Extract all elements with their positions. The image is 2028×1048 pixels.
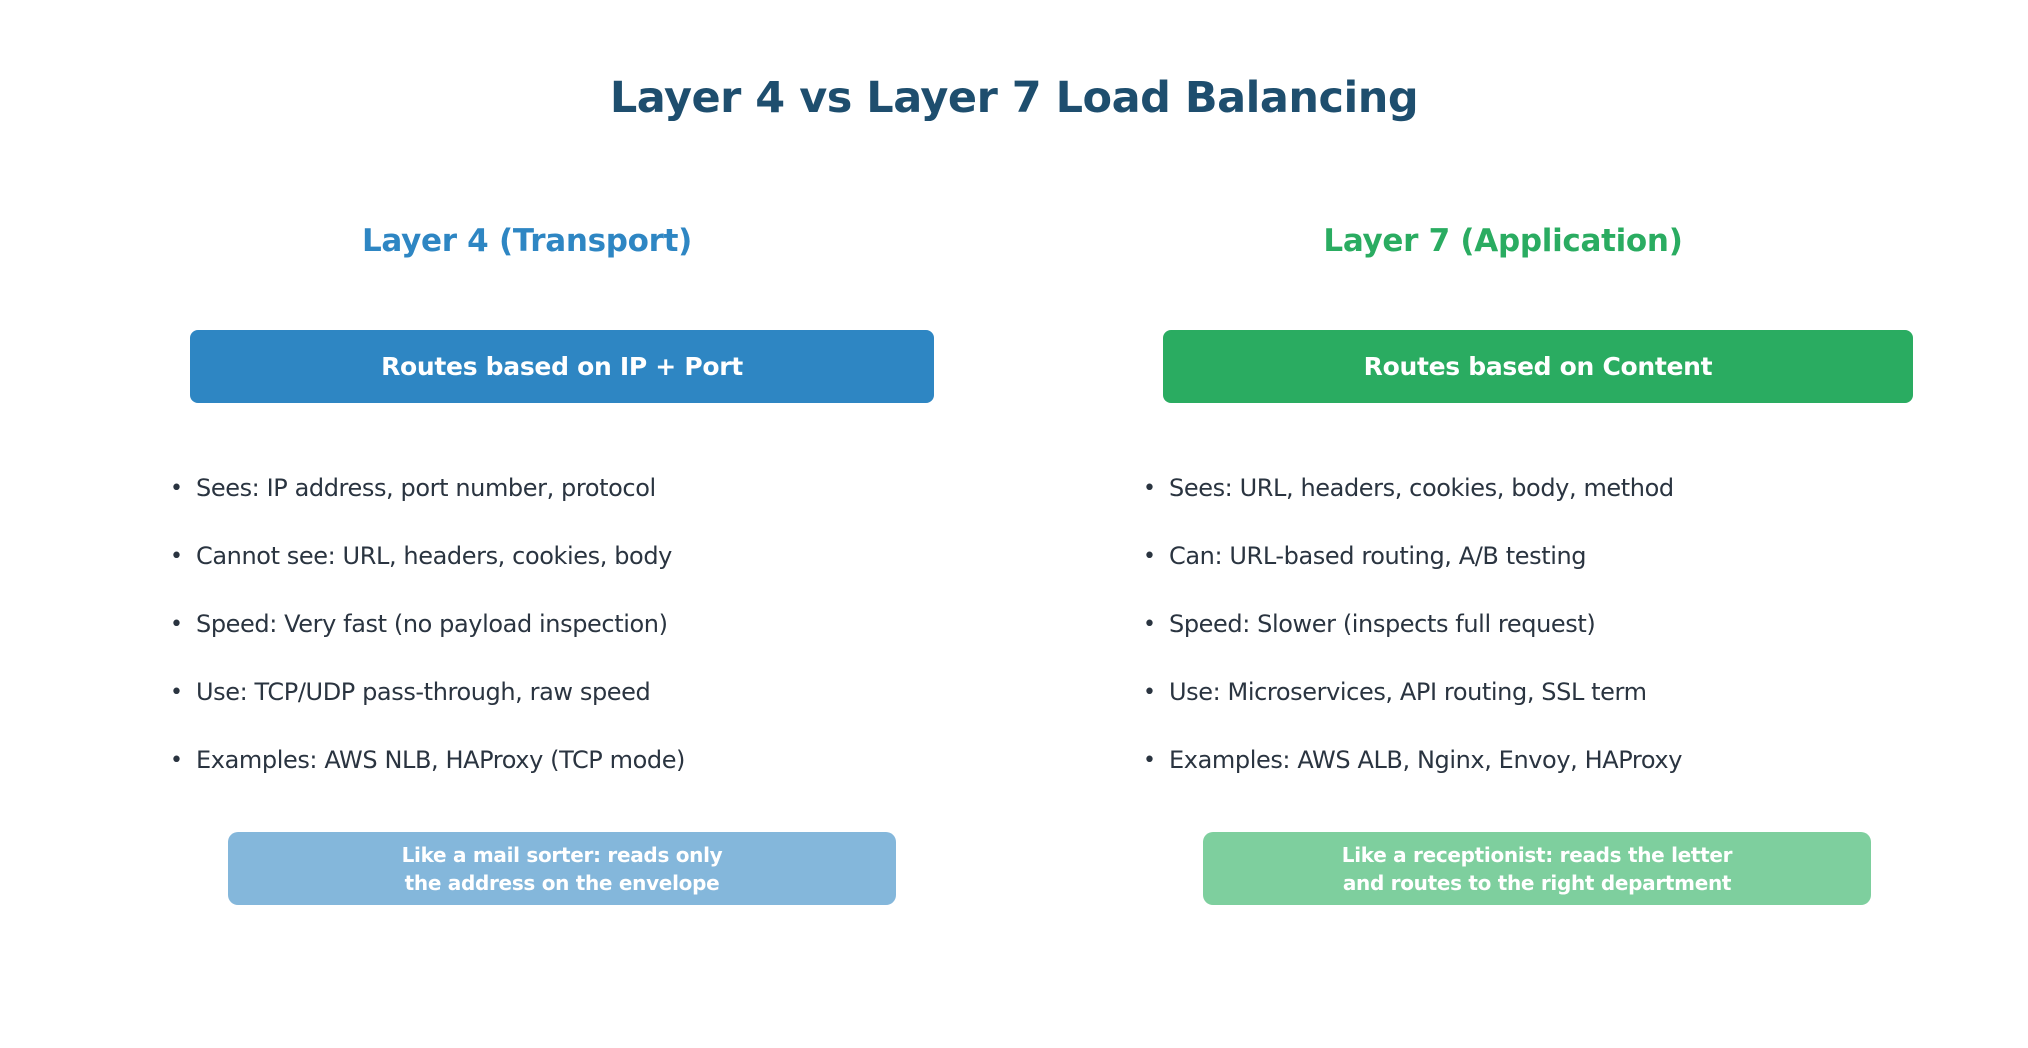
bullet-text: Speed: Very fast (no payload inspection) (196, 610, 668, 638)
bullet-marker: • (170, 679, 183, 705)
bullet-marker: • (170, 611, 183, 637)
bullet-text: Examples: AWS ALB, Nginx, Envoy, HAProxy (1169, 746, 1683, 774)
bullet-text: Can: URL-based routing, A/B testing (1169, 542, 1587, 570)
bullet-text: Use: TCP/UDP pass-through, raw speed (196, 678, 651, 706)
bullet-text: Sees: URL, headers, cookies, body, metho… (1169, 474, 1674, 502)
bullet-marker: • (1143, 747, 1156, 773)
bullet-text: Cannot see: URL, headers, cookies, body (196, 542, 672, 570)
analogy-line: the address on the envelope (404, 870, 720, 895)
analogy-line: and routes to the right department (1342, 870, 1732, 895)
bullet-marker: • (1143, 475, 1156, 501)
bullet-marker: • (170, 747, 183, 773)
layer4-banner: Routes based on IP + Port (190, 330, 934, 403)
layer4-heading: Layer 4 (Transport) (361, 222, 693, 259)
bullet-marker: • (1143, 543, 1156, 569)
list-item: • Speed: Slower (inspects full request) (1143, 590, 1933, 658)
layer4-column: Layer 4 (Transport) Routes based on IP +… (170, 190, 934, 930)
list-item: • Examples: AWS ALB, Nginx, Envoy, HAPro… (1143, 726, 1933, 794)
bullet-text: Examples: AWS NLB, HAProxy (TCP mode) (196, 746, 686, 774)
list-item: • Cannot see: URL, headers, cookies, bod… (170, 522, 960, 590)
page-title: Layer 4 vs Layer 7 Load Balancing (609, 72, 1419, 123)
list-item: • Examples: AWS NLB, HAProxy (TCP mode) (170, 726, 960, 794)
list-item: • Sees: URL, headers, cookies, body, met… (1143, 454, 1933, 522)
layer7-bullet-list: • Sees: URL, headers, cookies, body, met… (1143, 454, 1933, 794)
bullet-text: Speed: Slower (inspects full request) (1169, 610, 1596, 638)
bullet-text: Sees: IP address, port number, protocol (196, 474, 656, 502)
bullet-marker: • (170, 475, 183, 501)
list-item: • Use: TCP/UDP pass-through, raw speed (170, 658, 960, 726)
layer7-heading: Layer 7 (Application) (1323, 222, 1683, 259)
bullet-marker: • (1143, 679, 1156, 705)
bullet-text: Use: Microservices, API routing, SSL ter… (1169, 678, 1647, 706)
analogy-line: Like a receptionist: reads the letter (1341, 842, 1733, 867)
analogy-line: Like a mail sorter: reads only (401, 842, 723, 867)
layer7-analogy-box: Like a receptionist: reads the letter an… (1203, 832, 1871, 905)
layer4-bullet-list: • Sees: IP address, port number, protoco… (170, 454, 960, 794)
layer7-banner: Routes based on Content (1163, 330, 1913, 403)
layer7-column: Layer 7 (Application) Routes based on Co… (1143, 190, 1913, 930)
bullet-marker: • (170, 543, 183, 569)
list-item: • Speed: Very fast (no payload inspectio… (170, 590, 960, 658)
bullet-marker: • (1143, 611, 1156, 637)
list-item: • Can: URL-based routing, A/B testing (1143, 522, 1933, 590)
layer4-analogy-box: Like a mail sorter: reads only the addre… (228, 832, 896, 905)
list-item: • Use: Microservices, API routing, SSL t… (1143, 658, 1933, 726)
list-item: • Sees: IP address, port number, protoco… (170, 454, 960, 522)
